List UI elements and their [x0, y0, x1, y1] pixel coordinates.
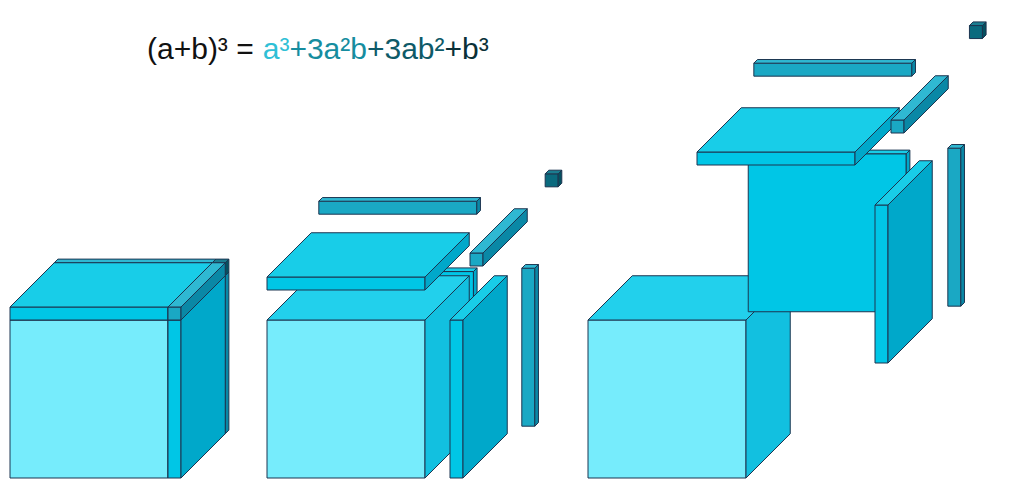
cube-figure: [697, 22, 986, 363]
cube-face: [267, 320, 425, 478]
cube-face: [522, 268, 535, 426]
cube-piece: [875, 161, 932, 363]
cube-piece: [450, 276, 507, 478]
cube-face: [891, 120, 904, 133]
cube-face: [855, 108, 899, 165]
formula-term: (a+b)³ =: [147, 32, 254, 66]
cube-piece: [470, 209, 527, 266]
cube-piece: [168, 263, 225, 320]
cube-face: [267, 277, 425, 290]
cube-piece: [545, 170, 562, 187]
formula: (a+b)³ = a³+3a²b+3ab²+b³: [147, 32, 489, 66]
cube-face: [588, 320, 746, 478]
formula-term: +3a²b: [289, 32, 367, 66]
cube-piece: [891, 76, 948, 133]
cube-face: [10, 320, 168, 478]
cube-face: [168, 307, 181, 320]
cube-face: [969, 26, 982, 39]
cube-face: [545, 174, 558, 187]
cube-face: [477, 198, 481, 215]
cube-face: [904, 76, 948, 133]
cube-piece: [267, 276, 469, 478]
cube-face: [754, 60, 916, 64]
formula-term: +3ab²: [367, 32, 445, 66]
cube-piece: [754, 60, 916, 77]
cube-figure: [10, 259, 229, 478]
cube-face: [319, 198, 481, 202]
formula-term: +b³: [445, 32, 489, 66]
cube-face: [535, 265, 539, 427]
cube-piece: [522, 265, 539, 427]
cube-face: [54, 259, 216, 263]
cube-face: [463, 276, 507, 478]
cube-face: [961, 145, 965, 307]
cube-face: [912, 60, 916, 77]
cube-face: [450, 320, 463, 478]
cube-face: [754, 63, 912, 76]
cube-face: [225, 259, 229, 276]
cube-face: [948, 148, 961, 306]
cube-face: [10, 307, 168, 320]
cube-face: [558, 170, 562, 187]
cube-face: [888, 161, 932, 363]
cube-piece: [267, 233, 469, 290]
cube-face: [168, 320, 181, 478]
formula-term: a³: [263, 32, 290, 66]
cube-face: [181, 263, 225, 320]
cube-face: [319, 201, 477, 214]
cube-face: [697, 152, 855, 165]
cube-face: [483, 209, 527, 266]
cube-face: [982, 22, 986, 39]
cube-piece: [969, 22, 986, 39]
cube-figure: [267, 170, 562, 478]
cube-piece: [697, 108, 899, 165]
cube-face: [425, 233, 469, 290]
cube-face: [470, 253, 483, 266]
cube-face: [225, 272, 229, 434]
cube-face: [875, 205, 888, 363]
cube-piece: [319, 198, 481, 215]
cube-piece: [948, 145, 965, 307]
